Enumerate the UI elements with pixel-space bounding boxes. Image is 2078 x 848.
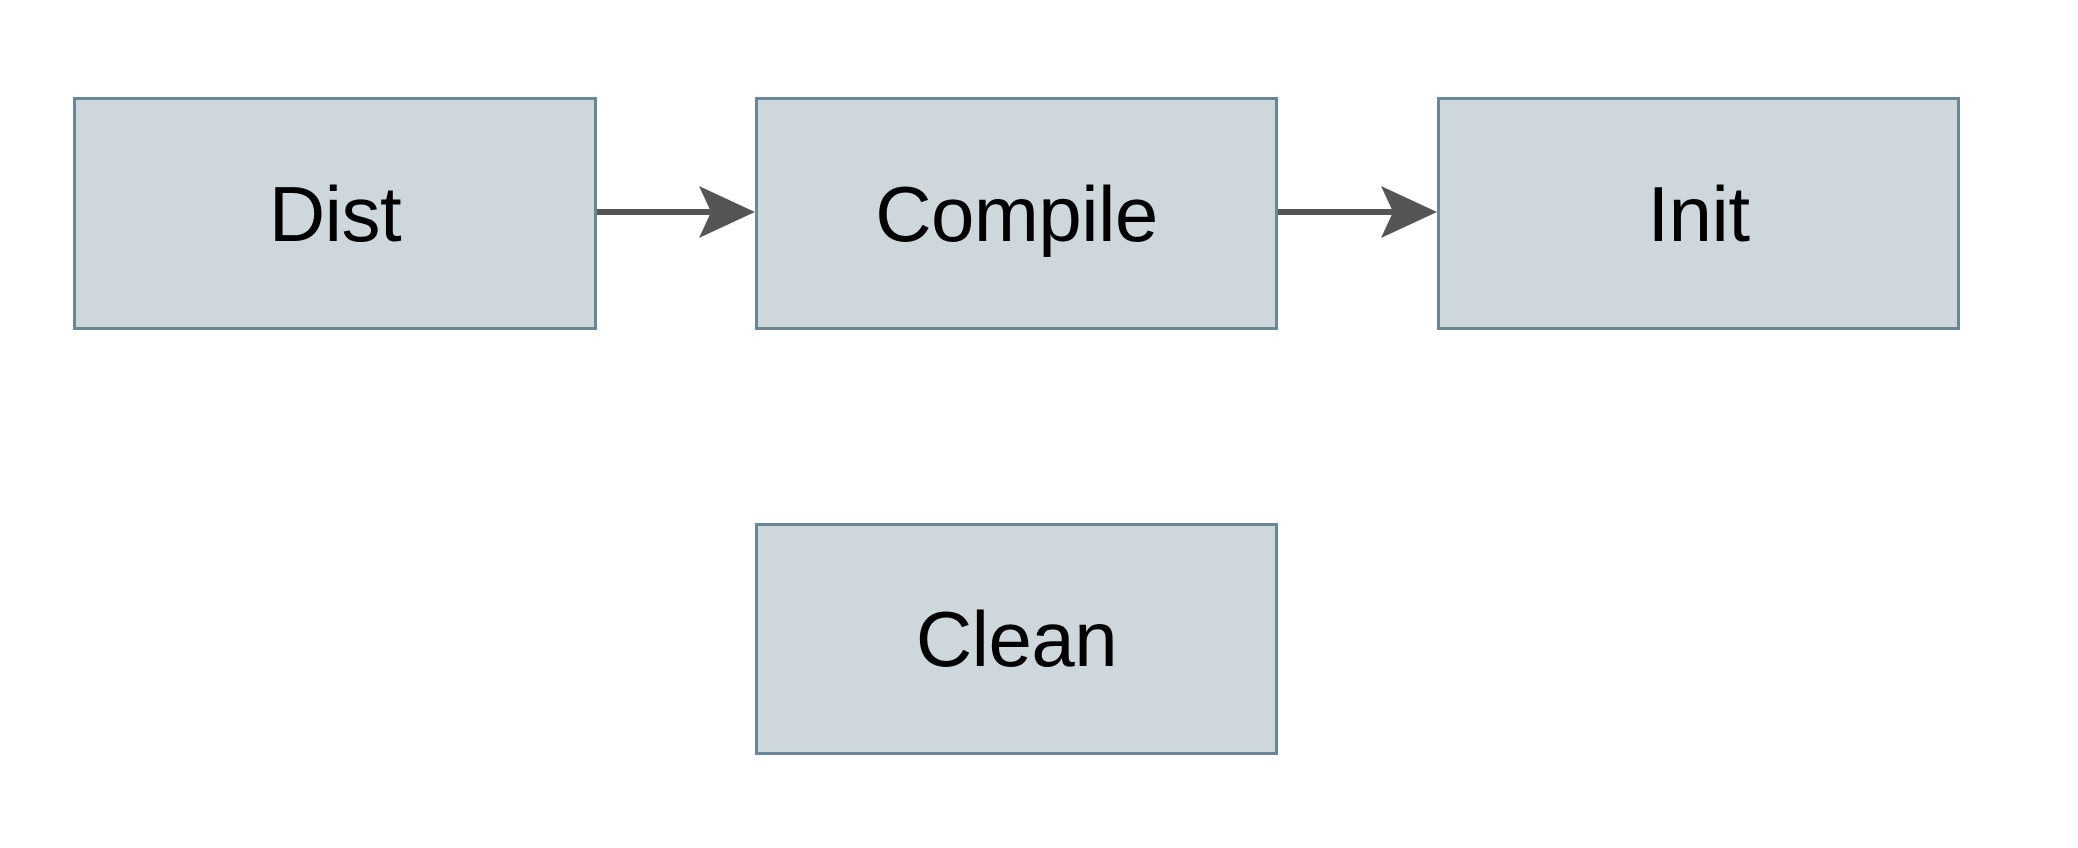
node-clean[interactable]: Clean	[755, 523, 1278, 755]
arrowhead-compile-to-init	[1381, 186, 1437, 238]
node-clean-label: Clean	[915, 595, 1118, 683]
edge-dist-to-compile[interactable]	[597, 186, 755, 238]
node-compile[interactable]: Compile	[755, 97, 1278, 330]
node-init-label: Init	[1647, 169, 1750, 258]
edge-compile-to-init[interactable]	[1278, 186, 1437, 238]
node-compile-label: Compile	[875, 169, 1158, 258]
node-init[interactable]: Init	[1437, 97, 1960, 330]
arrowhead-dist-to-compile	[699, 186, 755, 238]
node-dist[interactable]: Dist	[73, 97, 597, 330]
node-dist-label: Dist	[268, 169, 402, 258]
